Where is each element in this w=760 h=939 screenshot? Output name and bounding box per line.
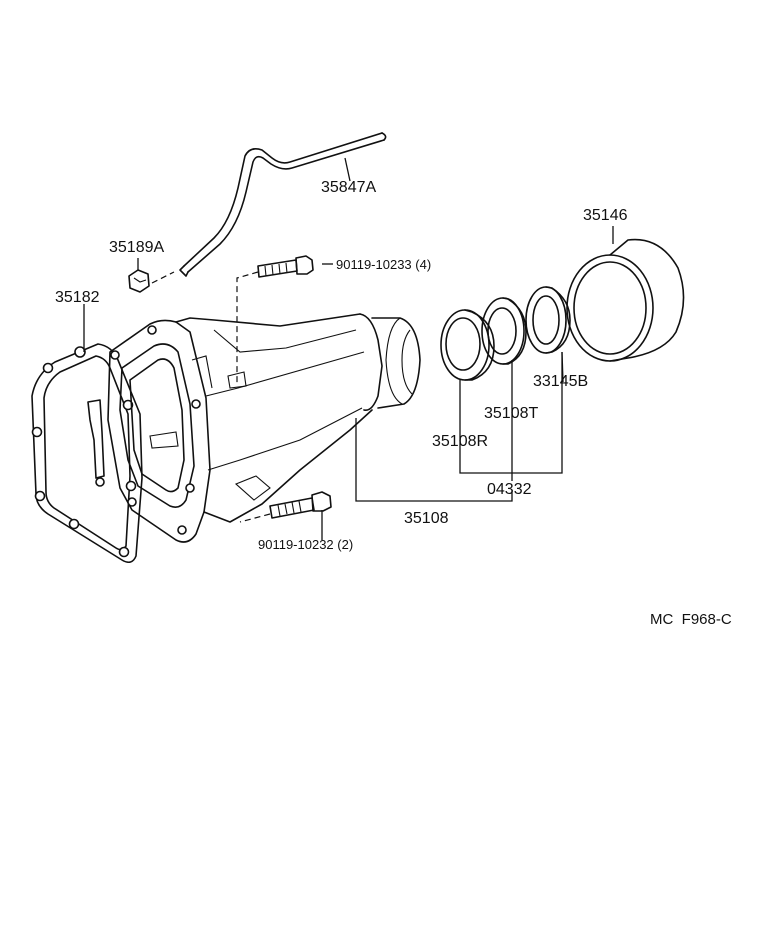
callout-35108r: 35108R <box>432 433 488 450</box>
callout-90119-10233: 90119-10233 (4) <box>336 257 431 272</box>
callout-33145b: 33145B <box>533 373 588 390</box>
callout-35108t: 35108T <box>484 405 538 422</box>
bolt-90119-10233 <box>236 255 314 386</box>
callout-04332: 04332 <box>487 481 532 498</box>
breather-tube <box>179 132 387 277</box>
callout-35182: 35182 <box>55 289 100 306</box>
cover-35146 <box>566 238 685 362</box>
extension-housing-35108 <box>107 313 421 543</box>
callout-35847a: 35847A <box>321 179 376 196</box>
dust-deflector-35108t <box>481 297 527 365</box>
gasket-35182 <box>31 343 143 564</box>
callout-90119-10232: 90119-10232 (2) <box>258 537 353 552</box>
diagram-reference-code: MC F968-C <box>650 611 732 628</box>
leader-lines <box>83 157 614 540</box>
callout-35108: 35108 <box>404 510 449 527</box>
callout-35146: 35146 <box>583 207 628 224</box>
bolt-90119-10232 <box>239 491 332 523</box>
oil-seal-35108r <box>440 309 495 381</box>
bushing-33145b <box>525 286 571 354</box>
callout-35189a: 35189A <box>109 239 164 256</box>
nut-35189a <box>128 269 175 293</box>
